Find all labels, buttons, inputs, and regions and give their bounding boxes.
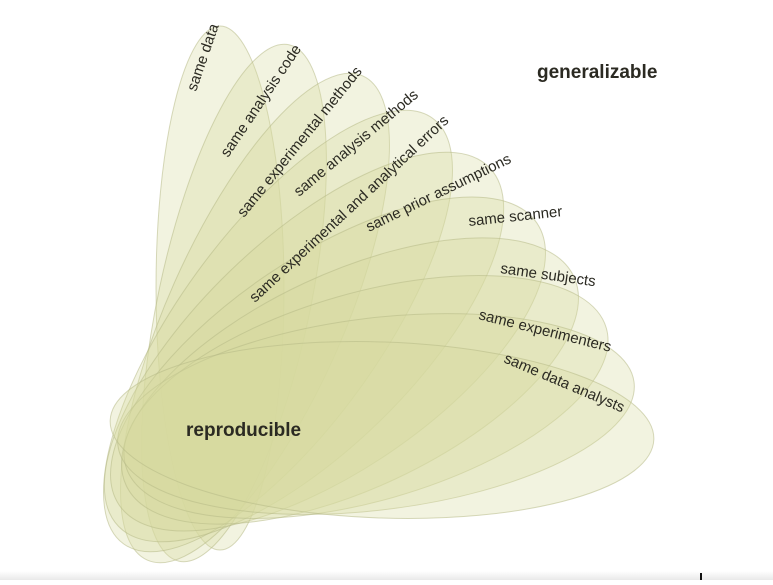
petal-ellipse (103, 151, 505, 543)
petal-ellipse (155, 25, 285, 551)
petal-ellipse (117, 313, 635, 515)
petal-ellipse (123, 275, 609, 519)
petal-layer (103, 25, 655, 564)
petal-ellipse (121, 237, 579, 525)
reproducible-label: reproducible (186, 420, 301, 441)
petal-ellipse (141, 43, 327, 563)
window-bottom-edge (0, 571, 773, 580)
petal-ellipse (109, 341, 655, 519)
petal-ellipse (103, 109, 453, 553)
petal-ellipse (120, 72, 390, 564)
petal-ellipse (110, 196, 546, 532)
text-cursor (700, 573, 702, 580)
generalizable-label: generalizable (537, 62, 657, 83)
